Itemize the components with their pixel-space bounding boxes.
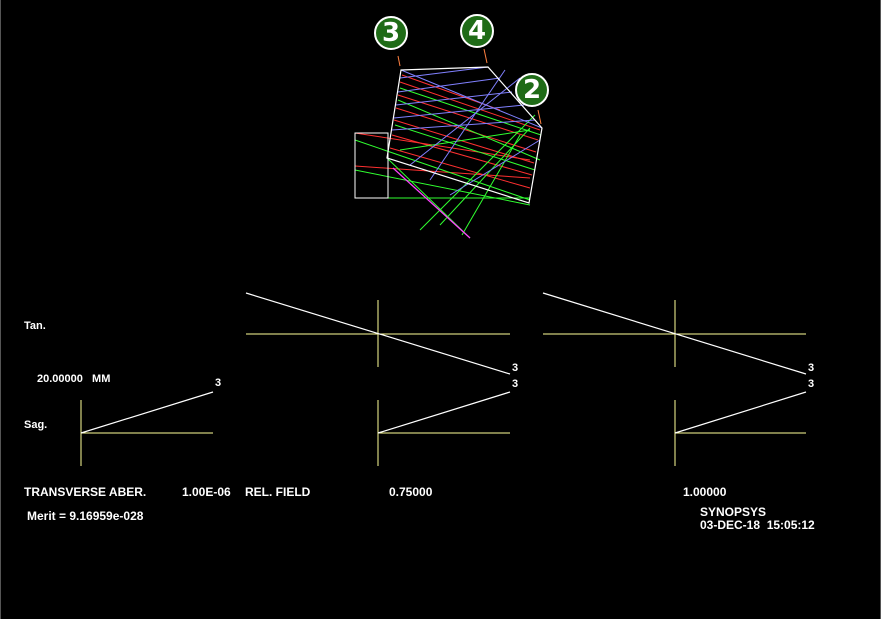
ray-5 bbox=[389, 147, 531, 189]
ray-27 bbox=[429, 69, 506, 181]
surface-marker-3: 3 bbox=[374, 16, 408, 50]
leader-3 bbox=[397, 55, 401, 67]
aberration-axes bbox=[80, 300, 806, 466]
ray-23 bbox=[395, 91, 513, 106]
field-value-1: 0.75000 bbox=[389, 485, 433, 499]
ray-11 bbox=[354, 139, 531, 201]
right-sag-curve bbox=[674, 391, 807, 434]
vendor-label: SYNOPSYS bbox=[700, 505, 767, 519]
right-tan-curve bbox=[542, 292, 807, 375]
ray-20 bbox=[400, 69, 543, 129]
aberration-curves bbox=[80, 292, 807, 434]
scale-label: 20.00000 MM bbox=[37, 373, 111, 385]
leader-2 bbox=[537, 109, 542, 125]
ray-8 bbox=[354, 165, 531, 179]
ray-28 bbox=[449, 139, 541, 196]
ray-bundle bbox=[354, 66, 543, 239]
prism-outline bbox=[386, 66, 543, 204]
tan-label: Tan. bbox=[24, 320, 46, 332]
ray-2 bbox=[395, 107, 537, 153]
ray-24 bbox=[393, 104, 525, 119]
sag-label: Sag. bbox=[24, 419, 48, 431]
mid-sag-curve bbox=[377, 391, 511, 434]
ray-16 bbox=[461, 134, 521, 236]
ray-4 bbox=[391, 134, 533, 176]
leader-4 bbox=[483, 48, 488, 64]
surface-marker-2: 2 bbox=[515, 73, 549, 107]
right-sag-curve-tag: 3 bbox=[808, 378, 815, 390]
ray-3 bbox=[393, 119, 535, 164]
ray-15 bbox=[439, 127, 531, 226]
ray-26 bbox=[409, 77, 521, 166]
ray-7 bbox=[354, 132, 531, 161]
ray-17 bbox=[397, 99, 541, 161]
ray-21 bbox=[399, 66, 489, 79]
prism-ray-trace bbox=[354, 48, 543, 239]
mid-sag-curve-tag: 3 bbox=[512, 378, 519, 390]
ray-0 bbox=[399, 81, 541, 131]
ray-9 bbox=[399, 87, 542, 136]
ray-14 bbox=[419, 114, 536, 231]
ray-22 bbox=[397, 77, 501, 93]
transverse-aberration-label: TRANSVERSE ABER. bbox=[24, 485, 147, 499]
prism-base-edge bbox=[392, 167, 471, 239]
ray-12 bbox=[354, 169, 531, 206]
ray-10 bbox=[394, 124, 536, 171]
mid-tan-curve-tag: 3 bbox=[512, 362, 519, 374]
left-sag-curve-tag: 3 bbox=[215, 377, 222, 389]
datetime-label: 03-DEC-18 15:05:12 bbox=[700, 518, 815, 532]
field-value-2: 1.00000 bbox=[683, 485, 727, 499]
ray-19 bbox=[399, 129, 531, 151]
wavelength-label: 1.00E-06 bbox=[182, 485, 231, 499]
entrance-aperture bbox=[354, 132, 389, 199]
surface-marker-4: 4 bbox=[460, 14, 494, 48]
ray-25 bbox=[391, 119, 536, 131]
right-tan-curve-tag: 3 bbox=[808, 362, 815, 374]
mid-tan-curve bbox=[245, 292, 511, 375]
rel-field-label: REL. FIELD bbox=[245, 485, 311, 499]
left-sag-curve bbox=[80, 391, 214, 434]
merit-label: Merit = 9.16959e-028 bbox=[27, 509, 144, 523]
